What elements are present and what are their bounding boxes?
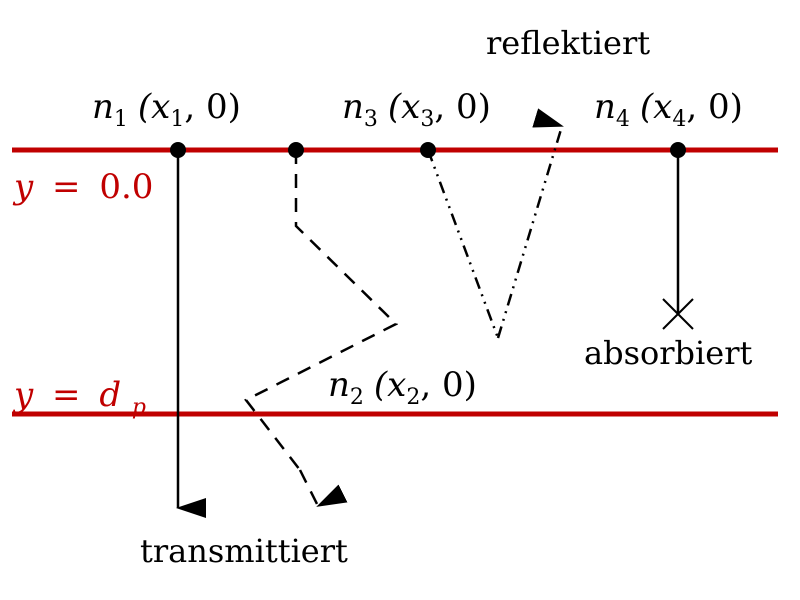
- n2-label: n2(x2, 0): [328, 365, 477, 410]
- reflected-label: reflektiert: [486, 24, 650, 62]
- n3-label: n3(x3, 0): [342, 87, 491, 132]
- absorbed-cross-icon: [662, 298, 694, 330]
- n3-incoming-path: [426, 149, 500, 339]
- n4-label: n4(x4, 0): [594, 87, 743, 132]
- n3-entry-point: [420, 142, 436, 158]
- n2-exit-arrow: [298, 469, 348, 507]
- n2-zigzag-path: [244, 150, 399, 471]
- top-boundary-label: y = 0.0: [12, 167, 153, 207]
- transmitted-label: transmittiert: [140, 532, 348, 570]
- bottom-boundary-label: y = d p: [12, 375, 146, 420]
- n4-entry-point: [670, 142, 686, 158]
- n1-label: n1(x1, 0): [92, 87, 241, 132]
- n2-entry-point: [288, 142, 304, 158]
- n1-entry-point: [170, 142, 186, 158]
- n3-reflected-path: [496, 108, 564, 339]
- absorbed-label: absorbiert: [584, 334, 753, 372]
